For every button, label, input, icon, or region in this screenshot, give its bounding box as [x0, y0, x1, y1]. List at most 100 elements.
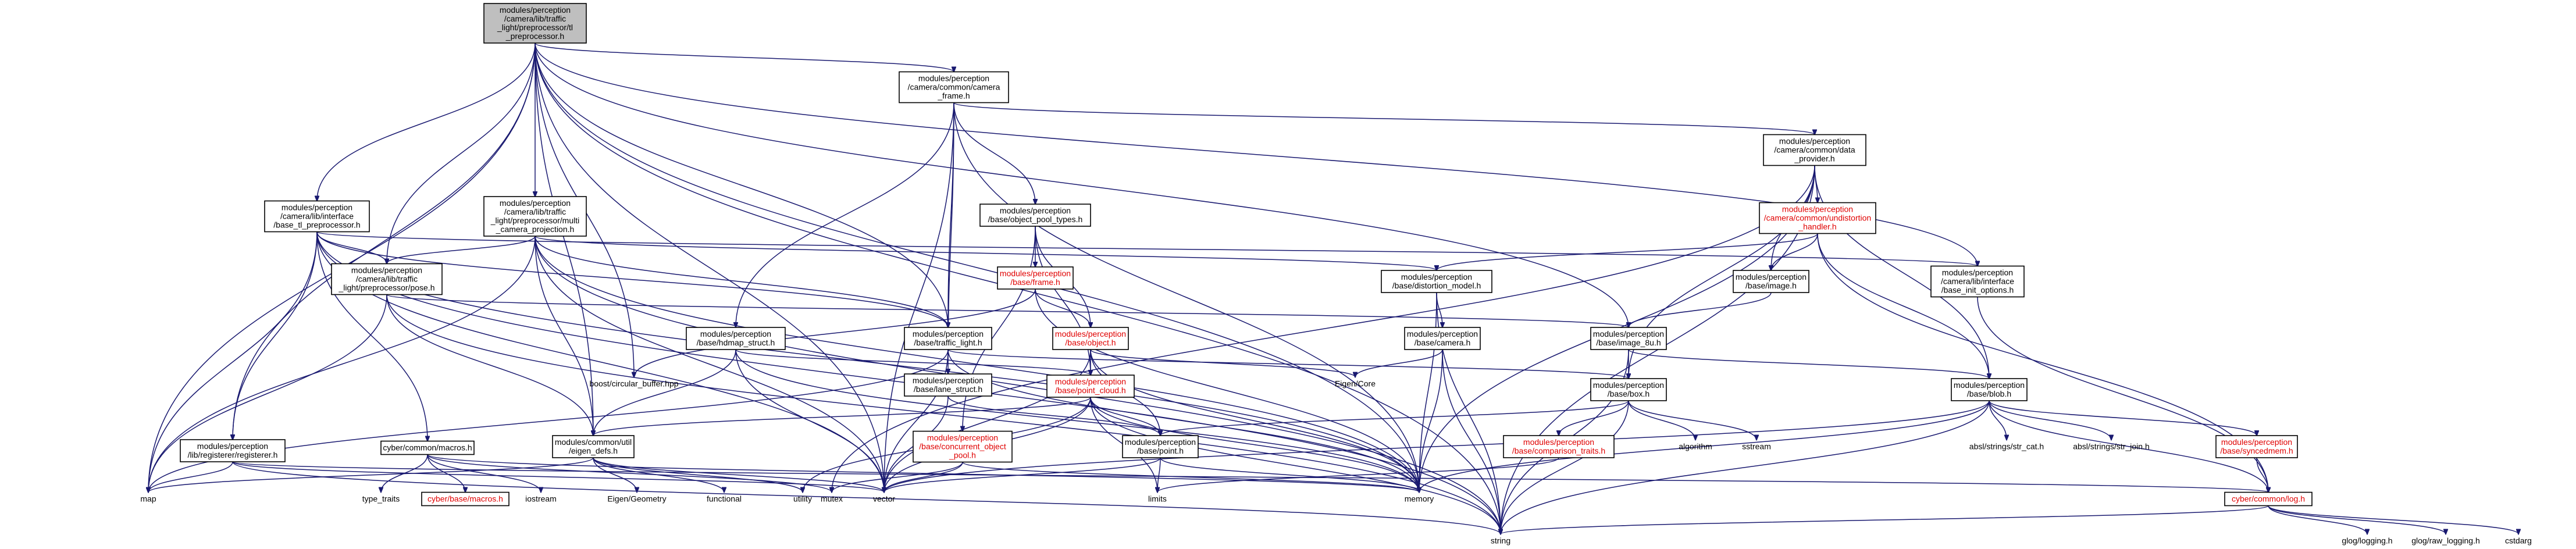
edge-root-to-image8u: [535, 42, 1629, 327]
node-macros[interactable]: cyber/common/macros.h: [380, 440, 475, 455]
edge-root-to-eigendefs: [535, 42, 593, 436]
node-eigendefs-label-line: modules/common/util: [555, 437, 632, 447]
edge-macros-to-memory: [427, 454, 1419, 493]
node-camframe-label-line: _frame.h: [937, 91, 970, 101]
node-imageh[interactable]: modules/perception/base/image.h: [1733, 270, 1809, 293]
node-boxh-label-line: modules/perception: [1593, 380, 1664, 390]
node-multicam-label-line: _camera_projection.h: [496, 224, 575, 234]
edge-boxh-to-comptraits: [1559, 400, 1629, 436]
node-registerer-box: [180, 439, 286, 462]
edge-pose-to-map: [148, 294, 387, 493]
node-iostream-label-line: iostream: [525, 494, 557, 504]
node-functional-label-line: functional: [707, 494, 742, 504]
node-glog: glog/logging.h: [2342, 536, 2392, 546]
node-hdmap-label-line: /base/hdmap_struct.h: [697, 338, 775, 347]
node-imageh-box: [1733, 270, 1809, 293]
edge-image8u-to-blobh: [1628, 349, 1989, 379]
node-multicam[interactable]: modules/perception/camera/lib/traffic_li…: [483, 196, 587, 237]
edge-camerah-to-eigencore: [1355, 349, 1443, 377]
node-trafficlight[interactable]: modules/perception/base/traffic_light.h: [904, 327, 992, 350]
node-macros-label-line: cyber/common/macros.h: [383, 443, 472, 452]
edge-trafficlight-to-boxh: [947, 349, 1629, 379]
edge-lanestruct-to-pointh: [947, 395, 1160, 436]
node-pose[interactable]: modules/perception/camera/lib/traffic_li…: [331, 263, 443, 295]
node-hdmap[interactable]: modules/perception/base/hdmap_struct.h: [686, 327, 786, 350]
node-comptraits[interactable]: modules/perception/base/comparison_trait…: [1503, 435, 1615, 458]
edge-frame-to-object: [1035, 288, 1091, 327]
node-eigendefs[interactable]: modules/common/util/eigen_defs.h: [552, 435, 635, 458]
node-lanestruct[interactable]: modules/perception/base/lane_struct.h: [904, 373, 992, 397]
edge-distmodel-to-memory: [1419, 292, 1437, 493]
node-syncedmem[interactable]: modules/perception/base/syncedmem.h: [2215, 435, 2298, 458]
node-image8u-box: [1590, 327, 1667, 350]
node-boxh[interactable]: modules/perception/base/box.h: [1590, 378, 1667, 401]
node-vector-label-line: vector: [873, 494, 895, 504]
edge-registerer-to-vector: [232, 461, 884, 493]
edge-macros-to-iostream: [427, 454, 541, 493]
node-blobh[interactable]: modules/perception/base/blob.h: [1951, 378, 2028, 401]
node-dataprov[interactable]: modules/perception/camera/common/data_pr…: [1763, 134, 1866, 166]
node-root[interactable]: modules/perception/camera/lib/traffic_li…: [483, 3, 587, 44]
node-eigencore: Eigen/Core: [1335, 379, 1376, 388]
node-concpool-label-line: _pool.h: [949, 451, 976, 460]
node-baseinit-label-line: /base_init_options.h: [1941, 286, 2014, 295]
edge-macros-to-mutex: [427, 454, 832, 493]
edge-camframe-to-hdmap: [736, 102, 954, 328]
node-distmodel-label-line: modules/perception: [1401, 272, 1472, 281]
node-pointh[interactable]: modules/perception/base/point.h: [1122, 435, 1199, 458]
node-boxh-label-line: /base/box.h: [1608, 389, 1649, 398]
node-imageh-label-line: modules/perception: [1736, 272, 1807, 281]
node-camframe-label-line: /camera/common/camera: [908, 83, 1000, 92]
node-trafficlight-box: [904, 327, 992, 350]
node-pointh-label-line: modules/perception: [1125, 437, 1196, 447]
node-abscat-label-line: absl/strings/str_cat.h: [1969, 442, 2044, 451]
node-blobh-box: [1951, 378, 2028, 401]
node-camerah-label-line: modules/perception: [1407, 329, 1478, 338]
node-object-label-line: /base/object.h: [1065, 338, 1116, 347]
node-camframe[interactable]: modules/perception/camera/common/camera_…: [899, 71, 1009, 104]
node-absjoin: absl/strings/str_join.h: [2073, 442, 2150, 451]
node-objpool[interactable]: modules/perception/base/object_pool_type…: [979, 204, 1091, 227]
node-undist-label-line: /camera/common/undistortion: [1764, 213, 1871, 223]
edge-pose-to-image8u: [386, 294, 1629, 328]
edge-imageh-to-image8u: [1629, 292, 1772, 327]
edge-trafficlight-to-vector: [884, 349, 949, 493]
node-functional: functional: [707, 494, 742, 504]
node-image8u[interactable]: modules/perception/base/image_8u.h: [1590, 327, 1667, 350]
node-camerah-box: [1404, 327, 1481, 350]
node-blobh-label-line: modules/perception: [1954, 380, 2025, 390]
node-syncedmem-label-line: /base/syncedmem.h: [2220, 446, 2293, 455]
node-sstream-label-line: sstream: [1742, 442, 1771, 451]
node-cyberlog[interactable]: cyber/common/log.h: [2224, 491, 2313, 507]
node-frame[interactable]: modules/perception/base/frame.h: [997, 266, 1074, 290]
node-undist[interactable]: modules/perception/camera/common/undisto…: [1759, 202, 1876, 234]
node-camerah-label-line: /base/camera.h: [1415, 338, 1471, 347]
edge-registerer-to-string: [232, 461, 1501, 534]
edge-macros-to-cybermacros: [427, 454, 465, 493]
node-cybermacros[interactable]: cyber/base/macros.h: [421, 491, 510, 507]
edge-comptraits-to-limits: [1157, 457, 1559, 493]
node-utility-label-line: utility: [793, 494, 812, 504]
node-eigengeom: Eigen/Geometry: [607, 494, 666, 504]
node-object[interactable]: modules/perception/base/object.h: [1052, 327, 1129, 350]
edge-multicam-to-eigendefs: [535, 236, 593, 436]
node-registerer-label-line: modules/perception: [197, 441, 268, 451]
node-multicam-label-line: /camera/lib/traffic: [504, 207, 566, 216]
node-camerah[interactable]: modules/perception/base/camera.h: [1404, 327, 1481, 350]
node-distmodel[interactable]: modules/perception/base/distortion_model…: [1381, 270, 1492, 293]
node-tlpre_iface[interactable]: modules/perception/camera/lib/interface/…: [264, 200, 370, 233]
edge-root-to-trafficlight: [535, 42, 948, 327]
node-pointcloud[interactable]: modules/perception/base/point_cloud.h: [1046, 375, 1135, 398]
node-root-label-line: modules/perception: [500, 5, 571, 15]
node-registerer[interactable]: modules/perception/lib/registerer/regist…: [180, 439, 286, 462]
node-macros-box: [380, 440, 475, 455]
node-concpool[interactable]: modules/perception/base/concurrent_objec…: [913, 430, 1013, 463]
node-root-label-line: /camera/lib/traffic: [504, 14, 566, 23]
node-pose-label-line: _light/preprocessor/pose.h: [339, 283, 435, 293]
node-baseinit[interactable]: modules/perception/camera/lib/interface/…: [1930, 265, 2025, 298]
node-absjoin-label-line: absl/strings/str_join.h: [2073, 442, 2150, 451]
edge-undist-to-distmodel: [1437, 233, 1818, 271]
node-registerer-label-line: /lib/registerer/registerer.h: [188, 450, 278, 459]
edge-boxh-to-string: [1501, 400, 1629, 534]
node-root-label-line: _preprocessor.h: [505, 31, 564, 41]
